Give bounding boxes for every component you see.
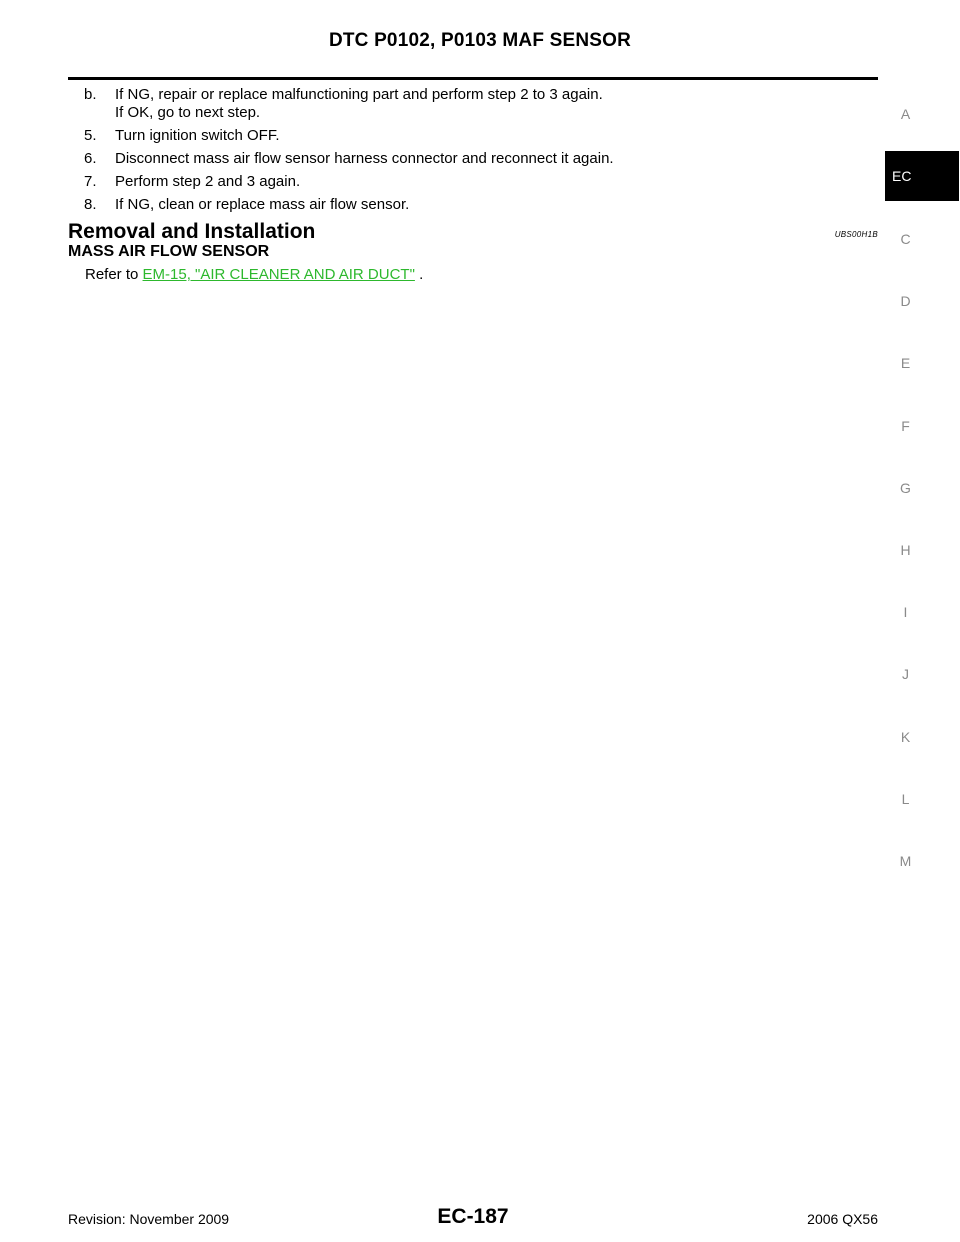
step-6: 6. Disconnect mass air flow sensor harne…	[84, 150, 874, 168]
refer-prefix: Refer to	[85, 266, 143, 283]
step-b: b. If NG, repair or replace malfunctioni…	[84, 86, 874, 122]
page-title: DTC P0102, P0103 MAF SENSOR	[328, 30, 632, 51]
side-index-a[interactable]: A	[900, 106, 911, 122]
side-index-c[interactable]: C	[900, 231, 911, 247]
step-7: 7. Perform step 2 and 3 again.	[84, 173, 874, 191]
side-index-i[interactable]: I	[903, 604, 908, 620]
page-number: EC-187	[437, 1205, 509, 1228]
side-index-g[interactable]: G	[900, 480, 911, 496]
refer-link[interactable]: EM-15, "AIR CLEANER AND AIR DUCT"	[142, 266, 415, 283]
section-code: UBS00H1B	[834, 230, 878, 239]
side-index-m[interactable]: M	[899, 853, 912, 869]
page-footer: Revision: November 2009 EC-187 2006 QX56	[68, 1205, 878, 1229]
step-text: Turn ignition switch OFF.	[115, 127, 280, 144]
step-line: If NG, repair or replace malfunctioning …	[115, 86, 603, 103]
side-index-f[interactable]: F	[901, 418, 910, 434]
step-text: Disconnect mass air flow sensor harness …	[115, 150, 614, 167]
side-index-d[interactable]: D	[900, 293, 911, 309]
step-number: 6.	[84, 150, 97, 167]
step-number: 5.	[84, 127, 97, 144]
title-rule	[68, 77, 878, 80]
step-5: 5. Turn ignition switch OFF.	[84, 127, 874, 145]
refer-suffix: .	[414, 266, 424, 283]
side-index-j[interactable]: J	[902, 666, 909, 682]
model-text: 2006 QX56	[807, 1211, 878, 1227]
step-number: b.	[84, 86, 97, 103]
side-index-ec[interactable]: EC	[885, 151, 959, 201]
procedure-steps: b. If NG, repair or replace malfunctioni…	[84, 86, 874, 219]
step-text: Perform step 2 and 3 again.	[115, 173, 301, 190]
side-index: A EC C D E F G H I J K L M	[884, 0, 960, 1242]
side-index-l[interactable]: L	[901, 791, 910, 807]
step-8: 8. If NG, clean or replace mass air flow…	[84, 196, 874, 214]
side-index-h[interactable]: H	[900, 542, 911, 558]
step-number: 7.	[84, 173, 97, 190]
subheading: MASS AIR FLOW SENSOR	[68, 243, 270, 260]
refer-line: Refer to EM-15, "AIR CLEANER AND AIR DUC…	[85, 266, 423, 283]
side-index-k[interactable]: K	[900, 729, 911, 745]
step-number: 8.	[84, 196, 97, 213]
section-heading: Removal and Installation UBS00H1B	[68, 220, 878, 246]
revision-text: Revision: November 2009	[68, 1211, 230, 1227]
step-line: If OK, go to next step.	[115, 104, 261, 121]
step-text: If NG, clean or replace mass air flow se…	[115, 196, 410, 213]
step-text: If NG, repair or replace malfunctioning …	[115, 86, 874, 122]
section-title: Removal and Installation	[68, 220, 316, 243]
side-index-e[interactable]: E	[900, 355, 911, 371]
